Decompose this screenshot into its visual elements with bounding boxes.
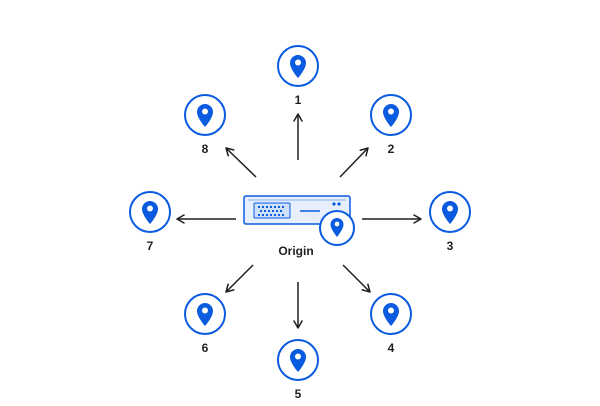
map-pin-icon: [197, 303, 213, 326]
map-pin-icon: [290, 55, 306, 78]
location-label-1: 1: [295, 93, 302, 107]
location-node-3: 3: [429, 191, 471, 253]
location-node-6: 6: [184, 293, 226, 355]
arrow-to-location-4: [342, 264, 371, 293]
location-node-8: 8: [184, 94, 226, 156]
map-pin-icon: [142, 201, 158, 224]
location-node-5: 5: [277, 339, 319, 401]
map-pin-icon: [442, 201, 458, 224]
location-label-4: 4: [388, 341, 395, 355]
arrow-to-location-2: [339, 147, 369, 178]
location-label-3: 3: [447, 239, 454, 253]
arrow-to-location-8: [225, 147, 257, 178]
map-pin-icon: [197, 104, 213, 127]
map-pin-icon: [383, 104, 399, 127]
location-node-2: 2: [370, 94, 412, 156]
location-label-6: 6: [202, 341, 209, 355]
origin-label: Origin: [278, 244, 313, 258]
arrow-to-location-6: [225, 264, 254, 293]
location-node-1: 1: [277, 45, 319, 107]
location-node-4: 4: [370, 293, 412, 355]
location-node-7: 7: [129, 191, 171, 253]
location-label-2: 2: [388, 142, 395, 156]
location-label-5: 5: [295, 387, 302, 401]
map-pin-icon: [383, 303, 399, 326]
map-pin-icon: [290, 349, 306, 372]
origin-pin-badge: [319, 210, 355, 246]
location-label-7: 7: [147, 239, 154, 253]
location-label-8: 8: [202, 142, 209, 156]
arrows: [176, 113, 422, 329]
server-icon: [243, 195, 351, 225]
origin-node: Origin: [243, 195, 355, 258]
